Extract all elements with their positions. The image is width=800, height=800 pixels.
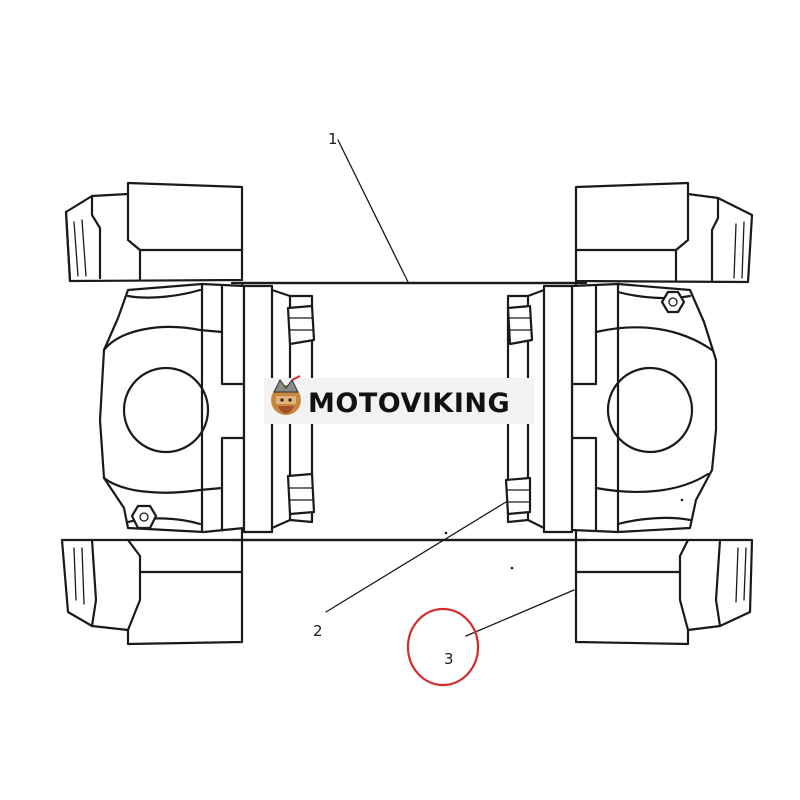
stray-dot — [510, 566, 514, 570]
watermark-background — [264, 378, 534, 424]
track-shoe-top-right — [574, 181, 754, 284]
bolt-bottom-left — [130, 504, 158, 530]
chain-link-left — [98, 282, 246, 534]
pin-bushing-lower-right — [504, 476, 532, 516]
chain-link-right — [570, 282, 718, 534]
callout-label-1: 1 — [328, 130, 338, 148]
leader-line-2 — [325, 501, 507, 613]
leader-line-3 — [465, 589, 575, 637]
pin-bushing-upper-right — [506, 304, 534, 346]
watermark-text: MOTOVIKING — [308, 388, 510, 419]
leader-line-1 — [337, 139, 409, 283]
pin-bushing-upper-left — [286, 304, 316, 346]
track-shoe-bottom-right — [574, 538, 754, 646]
bolt-top-right — [660, 290, 686, 314]
callout-label-2: 2 — [313, 622, 323, 640]
viking-logo-icon — [271, 375, 301, 415]
track-shoe-bottom-left — [60, 538, 244, 646]
highlight-circle — [406, 607, 480, 687]
stray-dot — [444, 531, 448, 535]
pin-bushing-lower-left — [286, 472, 316, 516]
callout-label-3: 3 — [444, 650, 454, 668]
track-shoe-top-left — [64, 181, 244, 283]
stray-dot — [680, 498, 684, 502]
watermark-banner: MOTOVIKING — [264, 375, 534, 424]
